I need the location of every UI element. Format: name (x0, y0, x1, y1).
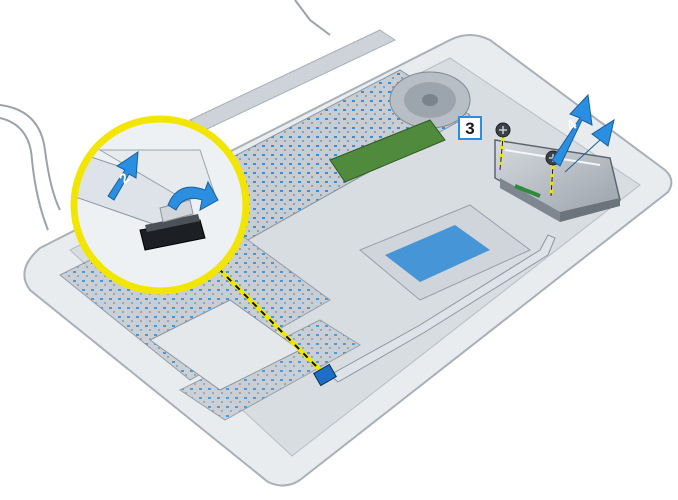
memory-module (329, 119, 446, 183)
curved-arrow-icon (167, 180, 219, 211)
cooling-fan (389, 71, 471, 129)
arrow-icon (107, 151, 139, 201)
smart-card-reader (494, 139, 621, 222)
smart-card-cable (329, 234, 556, 383)
connector (313, 363, 337, 387)
step-3-label: 3 (465, 119, 474, 138)
antenna-cable (0, 104, 61, 231)
step-3-badge (458, 116, 482, 140)
screw-icon (495, 122, 511, 171)
arrow-icon (551, 93, 615, 173)
zoom-callout (70, 115, 250, 295)
